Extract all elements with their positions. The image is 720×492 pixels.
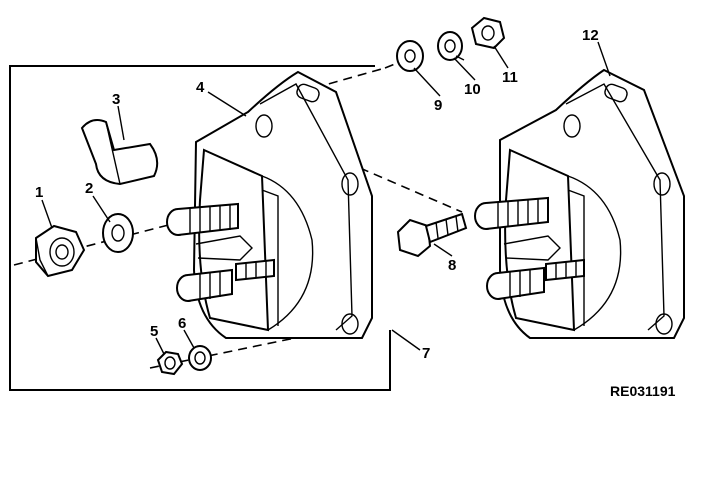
- inset-frame: [9, 65, 391, 391]
- callout-2: 2: [85, 180, 93, 197]
- callout-9: 9: [434, 97, 442, 114]
- lock-washer-part-10: [437, 31, 465, 61]
- callout-labels: 1 2 3 4 5 6 7 8 9 10 11 12: [35, 27, 599, 362]
- callout-4: 4: [196, 79, 205, 96]
- small-nut-part-5: [156, 350, 184, 376]
- lock-washer-part-6: [188, 345, 212, 371]
- nut-part-11: [470, 16, 506, 50]
- callout-1: 1: [35, 184, 43, 201]
- callout-5: 5: [150, 323, 158, 340]
- reference-code: RE031191: [610, 383, 676, 399]
- callout-8: 8: [448, 257, 456, 274]
- callout-11: 11: [502, 69, 518, 86]
- washer-part-2: [102, 213, 134, 253]
- callout-3: 3: [112, 91, 120, 108]
- callout-6: 6: [178, 315, 186, 332]
- solenoid-part-4: [166, 70, 373, 339]
- callout-12: 12: [582, 27, 599, 44]
- solenoid-part-12: [474, 68, 685, 339]
- leader-lines: [41, 41, 611, 355]
- callout-7: 7: [422, 345, 430, 362]
- hex-nut-part-1: [35, 224, 86, 278]
- callout-10: 10: [464, 81, 481, 98]
- terminal-boot-part-3: [80, 119, 159, 186]
- bolt-part-8: [396, 212, 468, 258]
- flat-washer-part-9: [396, 40, 424, 72]
